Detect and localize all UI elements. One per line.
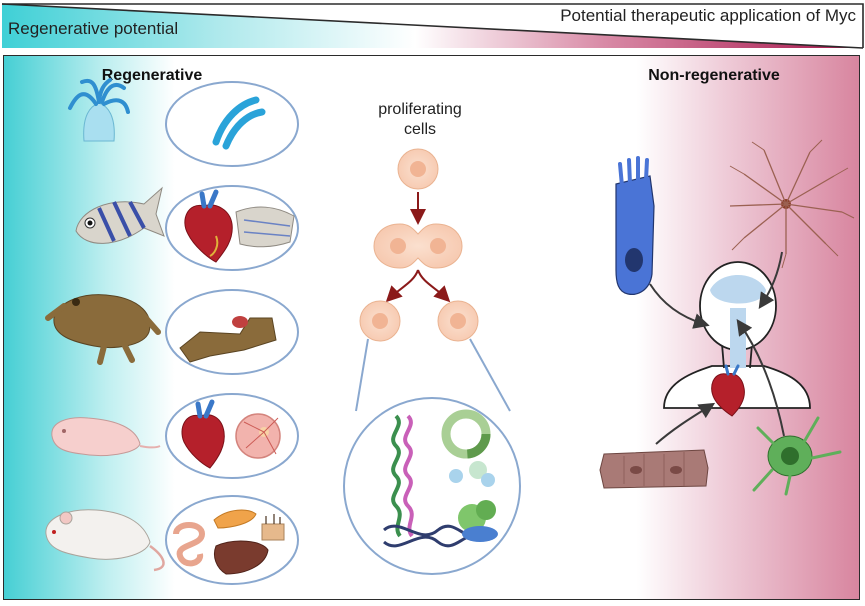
cardiomyocyte-icon: [599, 449, 709, 489]
banner-outline: [2, 3, 864, 48]
cell-cycle-ring-icon: [441, 409, 491, 459]
retina-icon: [235, 413, 281, 459]
frog-icon: [45, 294, 161, 365]
comparison-panel: Regenerative Non-regenerative: [3, 55, 860, 600]
cardiomyocyte-arrow: [655, 402, 716, 445]
zoom-line-right: [469, 338, 511, 412]
daughter-cell-left: [359, 300, 401, 342]
tentacle-icon: [212, 96, 266, 150]
heart-icon: [711, 364, 745, 417]
regeneration-gradient-banner: Regenerative potential Potential therape…: [1, 3, 864, 49]
single-cell: [397, 148, 439, 190]
photoreceptor-arrow: [649, 283, 710, 329]
frog-tissue-bubble: [165, 289, 299, 375]
regenerative-potential-label: Regenerative potential: [8, 19, 178, 38]
heart-icon: [181, 399, 225, 469]
adult-mouse-icon: [45, 509, 165, 572]
zebrafish-icon: [75, 186, 165, 244]
limb-icon: [179, 316, 277, 363]
liver-icon: [213, 540, 269, 575]
neuron-arrow: [758, 251, 783, 309]
glial-cell-icon: [752, 416, 842, 496]
pancreas-icon: [213, 509, 257, 529]
heart-icon: [184, 189, 233, 263]
therapeutic-application-label: Potential therapeutic application of Myc: [560, 6, 856, 25]
photoreceptor-icon: [615, 156, 655, 295]
proliferating-label: proliferating: [378, 101, 462, 118]
banner-diagonal: [1, 3, 864, 49]
intestine-icon: [173, 522, 206, 567]
molecular-detail-circle: [343, 397, 521, 575]
regenerative-heading: Regenerative: [102, 67, 203, 84]
dividing-cell: [373, 223, 463, 269]
zoom-line-left: [355, 338, 369, 412]
cells-label: cells: [404, 121, 436, 138]
non-regenerative-heading: Non-regenerative: [648, 67, 780, 84]
daughter-cell-right: [437, 300, 479, 342]
skin-icon: [261, 514, 285, 541]
hydra-icon: [68, 78, 130, 142]
daughter-arrow-right: [417, 269, 451, 303]
hydra-tissue-bubble: [165, 81, 299, 167]
fin-icon: [235, 206, 295, 248]
comparison-diagram: Regenerative Non-regenerative: [45, 67, 855, 585]
neuron-icon: [729, 139, 855, 269]
protein-complex-icon: [449, 461, 498, 542]
glial-arrow: [736, 319, 785, 437]
neonatal-mouse-icon: [51, 417, 161, 457]
daughter-arrow-left: [385, 269, 419, 303]
